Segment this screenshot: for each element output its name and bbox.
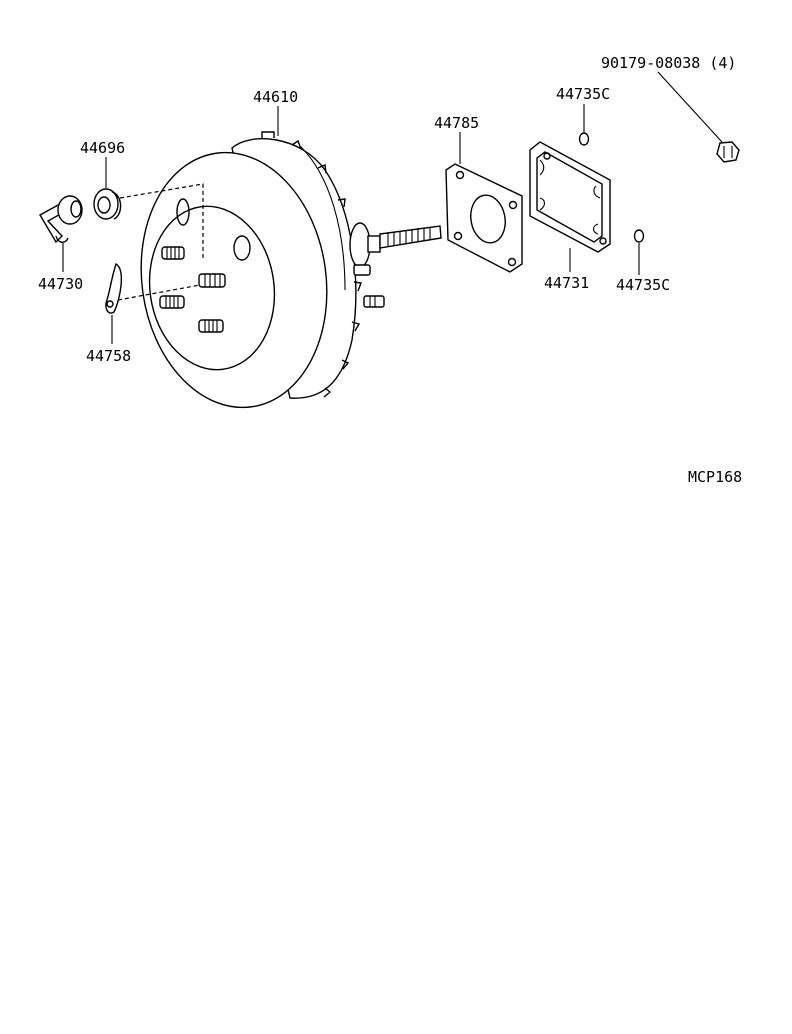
front-stud-center [198, 273, 226, 288]
front-stud-upper-left [161, 246, 185, 260]
nut-90179-08038 [716, 141, 740, 163]
check-valve-44730 [39, 195, 83, 244]
brake-booster-assembly [140, 131, 442, 409]
gasket-44785 [445, 163, 523, 273]
label-44731: 44731 [544, 274, 589, 292]
label-44785: 44785 [434, 114, 479, 132]
washer-44735c-right [633, 229, 645, 243]
washer-44735c-top [578, 132, 590, 146]
seal-44731 [529, 141, 611, 253]
label-44758: 44758 [86, 347, 131, 365]
label-44696: 44696 [80, 139, 125, 157]
label-44730: 44730 [38, 275, 83, 293]
label-44735c-top: 44735C [556, 85, 610, 103]
front-stud-lower-left [159, 295, 185, 309]
label-44735c-right: 44735C [616, 276, 670, 294]
label-90179-08038: 90179-08038 (4) [601, 54, 736, 72]
leader-lines [62, 71, 723, 344]
diagram-code: MCP168 [688, 468, 742, 486]
alignment-dash-grommet [119, 183, 204, 258]
label-44610: 44610 [253, 88, 298, 106]
grommet-44696 [93, 188, 122, 220]
front-stud-bottom [198, 319, 224, 333]
rear-stud-lower [363, 295, 385, 308]
push-rod [349, 222, 442, 268]
clip-44758 [105, 262, 123, 314]
rear-stud-upper [353, 264, 371, 276]
